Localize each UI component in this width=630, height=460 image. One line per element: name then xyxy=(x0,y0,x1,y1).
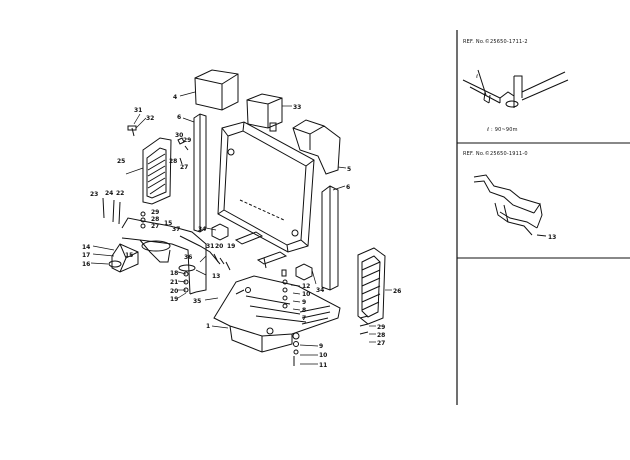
callout-31: 31 xyxy=(134,107,142,114)
callout-6-right: 6 xyxy=(346,184,350,191)
spacer-block-34-left xyxy=(211,223,229,241)
callout-5: 5 xyxy=(347,166,351,173)
callout-leader-lines xyxy=(90,91,392,365)
callout-21: 21 xyxy=(170,279,178,286)
detail-1-clip-drawing: ℓ ℓ : 90~90m xyxy=(462,69,569,133)
callout-12: 12 xyxy=(302,283,310,290)
callout-10-b: 10 xyxy=(319,352,327,359)
callout-37: 37 xyxy=(172,226,180,233)
callout-16: 16 xyxy=(82,261,90,268)
detail-callout-13: 13 xyxy=(548,234,556,241)
callout-34: 34 xyxy=(198,226,206,233)
callout-14: 14 xyxy=(82,244,90,251)
callout-19: 19 xyxy=(227,243,235,250)
callout-20: 20 xyxy=(215,243,223,250)
detail-dimension-label: ℓ xyxy=(475,74,478,80)
callout-17: 17 xyxy=(82,252,90,259)
callout-23: 23 xyxy=(90,191,98,198)
callout-30: 30 xyxy=(175,132,183,139)
callout-33: 33 xyxy=(293,104,301,111)
ref-number-2: REF. No.©25650-1911-0 xyxy=(463,150,528,157)
callout-28-b: 28 xyxy=(151,216,159,223)
callout-15-b: 15 xyxy=(125,252,133,259)
callout-15: 15 xyxy=(164,220,172,227)
side-guard-25 xyxy=(142,137,172,205)
callout-9-b: 9 xyxy=(319,343,323,350)
callout-8: 8 xyxy=(302,307,306,314)
callout-11: 11 xyxy=(319,362,327,369)
callout-22: 22 xyxy=(116,190,124,197)
callout-34-b: 34 xyxy=(316,287,324,294)
callout-9: 9 xyxy=(302,299,306,306)
radiator-frame xyxy=(217,121,315,253)
reference-panel: REF. No.©25650-1711-2 REF. No.©25650-191… xyxy=(456,30,630,405)
callout-labels: 4 33 6 5 31 32 30 29 28 27 25 6 23 24 22… xyxy=(82,94,401,369)
spacer-block-upper xyxy=(234,231,264,245)
callout-31-b: 31 xyxy=(206,243,214,250)
callout-25: 25 xyxy=(117,158,125,165)
callout-29-c: 29 xyxy=(377,324,385,331)
fastener-hardware xyxy=(102,125,369,366)
callout-35: 35 xyxy=(193,298,201,305)
spacer-block-lower xyxy=(256,251,288,265)
seal-part-5 xyxy=(292,119,341,175)
spacer-block-34-right xyxy=(295,263,313,281)
detail-2-bracket-drawing: 13 xyxy=(473,174,556,241)
callout-6: 6 xyxy=(177,114,181,121)
callout-36: 36 xyxy=(184,254,192,261)
side-guard-26 xyxy=(357,247,386,325)
callout-28-c: 28 xyxy=(377,332,385,339)
callout-18: 18 xyxy=(170,270,178,277)
seal-strip-6-left xyxy=(193,113,207,233)
callout-29: 29 xyxy=(183,137,191,144)
callout-19-b: 19 xyxy=(170,296,178,303)
callout-27: 27 xyxy=(180,164,188,171)
main-assembly: 4 33 6 5 31 32 30 29 28 27 25 6 23 24 22… xyxy=(82,69,401,369)
seal-strip-6-right xyxy=(321,185,339,291)
callout-10: 10 xyxy=(302,291,310,298)
callout-28: 28 xyxy=(169,158,177,165)
seal-part-33 xyxy=(246,93,283,129)
callout-20-b: 20 xyxy=(170,288,178,295)
callout-13: 13 xyxy=(212,273,220,280)
callout-7: 7 xyxy=(302,315,306,322)
callout-32: 32 xyxy=(146,115,154,122)
seal-part-4 xyxy=(194,69,239,111)
callout-26: 26 xyxy=(393,288,401,295)
detail-note: ℓ : 90~90m xyxy=(486,127,518,133)
callout-1: 1 xyxy=(206,323,210,330)
callout-27-c: 27 xyxy=(377,340,385,347)
ref-number-1: REF. No.©25650-1711-2 xyxy=(463,38,528,45)
callout-27-b: 27 xyxy=(151,223,159,230)
callout-29-b: 29 xyxy=(151,209,159,216)
callout-4: 4 xyxy=(173,94,177,101)
callout-24: 24 xyxy=(105,190,113,197)
bottom-pan-1 xyxy=(213,275,341,353)
